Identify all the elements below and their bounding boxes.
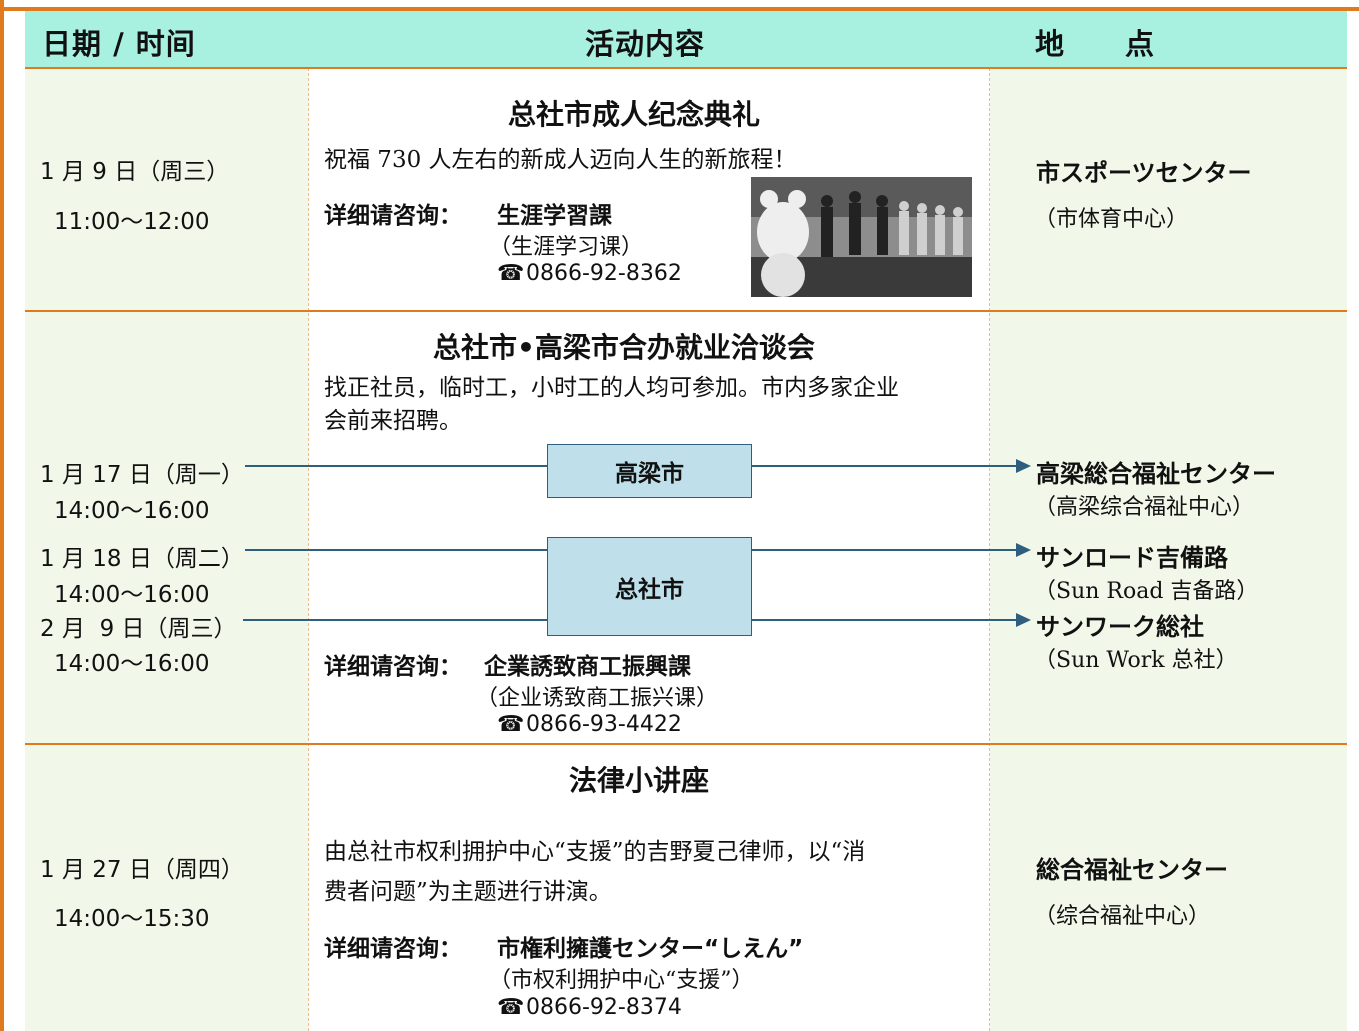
session-location: 高梁総合福祉センター bbox=[1036, 460, 1276, 488]
session-date: 1 月 17 日（周一） bbox=[40, 462, 244, 488]
table-header bbox=[25, 11, 1347, 68]
event-title: 总社市•高梁市合办就业洽谈会 bbox=[433, 331, 815, 364]
event-location: 総合福祉センター bbox=[1036, 856, 1228, 884]
event-title: 总社市成人纪念典礼 bbox=[508, 98, 761, 131]
contact-label: 详细请咨询： bbox=[324, 203, 462, 229]
event-location-cn: （市体育中心） bbox=[1034, 207, 1189, 232]
session-date: 1 月 18 日（周二） bbox=[40, 546, 244, 572]
contact-phone: ☎ 0866-92-8362 bbox=[497, 261, 682, 286]
session-location: サンロード吉備路 bbox=[1036, 544, 1228, 572]
ceremony-photo bbox=[751, 177, 972, 297]
session-location-cn: （高梁综合福祉中心） bbox=[1034, 495, 1255, 520]
phone-number: 0866-92-8362 bbox=[526, 261, 682, 286]
arrow-head bbox=[1016, 543, 1031, 557]
event-time: 11:00～12:00 bbox=[54, 209, 210, 235]
arrow-head bbox=[1016, 613, 1031, 627]
session-time: 14:00～16:00 bbox=[54, 651, 210, 677]
arrow-head bbox=[1016, 459, 1031, 473]
row-divider bbox=[25, 310, 1347, 312]
session-location: サンワーク総社 bbox=[1036, 613, 1204, 641]
contact-name: 市権利擁護センター“しえん” bbox=[497, 936, 804, 962]
top-border bbox=[0, 7, 1359, 11]
header-location: 地 点 bbox=[1035, 27, 1156, 61]
contact-phone: ☎ 0866-92-8374 bbox=[497, 995, 682, 1020]
event-description: 费者问题”为主题进行讲演。 bbox=[324, 879, 612, 905]
box-soja: 总社市 bbox=[547, 537, 752, 636]
event-date: 1 月 27 日（周四） bbox=[40, 857, 244, 883]
header-date-time: 日期 / 时间 bbox=[42, 27, 196, 61]
row-divider bbox=[25, 743, 1347, 745]
event-description: 祝福 730 人左右的新成人迈向人生的新旅程！ bbox=[324, 147, 797, 173]
contact-name-cn: （生涯学习课） bbox=[489, 235, 644, 260]
session-time: 14:00～16:00 bbox=[54, 498, 210, 524]
event-title: 法律小讲座 bbox=[569, 764, 710, 797]
event-location-cn: （综合福祉中心） bbox=[1034, 904, 1211, 929]
phone-icon: ☎ bbox=[497, 712, 525, 737]
phone-number: 0866-93-4422 bbox=[526, 712, 682, 737]
location-column-bg bbox=[990, 68, 1347, 1031]
session-date: 2 月 9 日（周三） bbox=[40, 616, 237, 642]
session-location-cn: （Sun Road 吉备路） bbox=[1034, 579, 1259, 604]
event-time: 14:00～15:30 bbox=[54, 906, 210, 932]
event-date: 1 月 9 日（周三） bbox=[40, 159, 230, 185]
session-time: 14:00～16:00 bbox=[54, 582, 210, 608]
box-takahashi: 高梁市 bbox=[547, 444, 752, 498]
event-description: 会前来招聘。 bbox=[324, 408, 462, 434]
contact-label: 详细请咨询： bbox=[324, 936, 462, 962]
session-location-cn: （Sun Work 总社） bbox=[1034, 648, 1238, 673]
event-description: 由总社市权利拥护中心“支援”的吉野夏己律师，以“消 bbox=[324, 839, 866, 865]
event-location: 市スポーツセンター bbox=[1036, 159, 1252, 187]
contact-label: 详细请咨询： bbox=[324, 654, 462, 680]
left-border bbox=[0, 0, 4, 1031]
contact-name: 生涯学習課 bbox=[497, 203, 612, 229]
header-activity: 活动内容 bbox=[585, 27, 706, 61]
contact-phone: ☎ 0866-93-4422 bbox=[497, 712, 682, 737]
event-description: 找正社员，临时工，小时工的人均可参加。市内多家企业 bbox=[324, 375, 899, 401]
contact-name: 企業誘致商工振興課 bbox=[484, 654, 691, 680]
row-divider bbox=[25, 67, 1347, 69]
phone-number: 0866-92-8374 bbox=[526, 995, 682, 1020]
phone-icon: ☎ bbox=[497, 995, 525, 1020]
ceremony-photo-illustration bbox=[751, 177, 972, 297]
contact-name-cn: （市权利拥护中心“支援”） bbox=[489, 968, 754, 993]
contact-name-cn: （企业诱致商工振兴课） bbox=[476, 686, 719, 711]
